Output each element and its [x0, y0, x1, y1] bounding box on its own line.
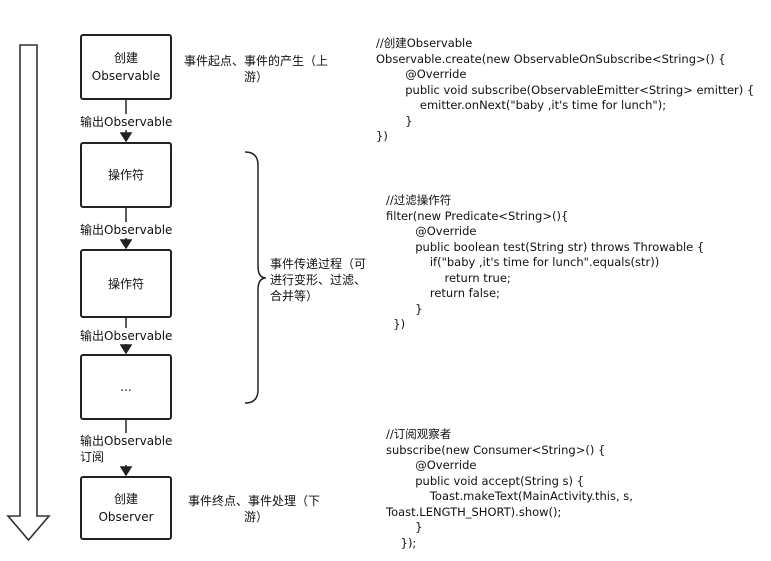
- code-line: filter(new Predicate<String>(){: [386, 208, 569, 223]
- code-line: });: [386, 535, 417, 550]
- curly-brace: [244, 151, 267, 404]
- note-line: 事件起点、事件的产生（上: [184, 54, 329, 68]
- code-line: public void accept(String s) {: [386, 473, 584, 488]
- code-create-observable: //创建Observable Observable.create(new Obs…: [376, 36, 754, 145]
- box-line: 创建: [113, 492, 138, 506]
- flow-label-text: 输出Observable: [80, 115, 173, 129]
- code-line: //创建Observable: [376, 36, 473, 50]
- code-line: @Override: [376, 67, 467, 81]
- code-line: @Override: [386, 224, 477, 238]
- note-line: 游）: [244, 510, 269, 524]
- code-line: }): [386, 317, 406, 331]
- flow-label-2: 输出Observable: [80, 222, 173, 238]
- flow-label-4: 输出Observable 订阅: [80, 433, 173, 465]
- code-line: public void subscribe(ObservableEmitter<…: [376, 82, 755, 97]
- code-line: //订阅观察者: [386, 427, 452, 441]
- code-line: }: [376, 113, 413, 128]
- code-line: @Override: [386, 458, 477, 472]
- code-line: Toast.makeText(MainActivity.this, s,: [386, 489, 633, 503]
- code-line: Observable.create(new ObservableOnSubscr…: [376, 51, 726, 66]
- flow-label-3: 输出Observable: [80, 328, 173, 344]
- code-line: Toast.LENGTH_SHORT).show();: [386, 504, 562, 519]
- flow-label-text: 订阅: [80, 450, 105, 464]
- note-line: 合并等）: [270, 289, 319, 303]
- box-operator-2: 操作符: [80, 249, 172, 318]
- box-ellipsis: ...: [80, 354, 172, 420]
- timeline-arrow: [6, 44, 51, 542]
- code-line: if("baby ,it's time for lunch".equals(st…: [386, 255, 660, 269]
- code-line: return false;: [386, 286, 500, 300]
- note-start: 事件起点、事件的产生（上 游）: [184, 53, 344, 85]
- note-line: 游）: [244, 70, 269, 84]
- note-line: 事件终点、事件处理（下: [188, 494, 321, 508]
- box-operator-1: 操作符: [80, 142, 172, 208]
- code-line: }: [386, 520, 423, 534]
- note-line: 进行变形、过滤、: [270, 273, 367, 287]
- box-line: 操作符: [107, 168, 144, 182]
- note-line: 事件传递过程（可: [270, 257, 367, 271]
- note-middle: 事件传递过程（可 进行变形、过滤、 合并等）: [270, 256, 380, 304]
- code-line: subscribe(new Consumer<String>() {: [386, 442, 606, 457]
- code-line: emitter.onNext("baby ,it's time for lunc…: [376, 98, 667, 112]
- code-line: //过滤操作符: [386, 193, 452, 207]
- code-line: }): [376, 129, 388, 143]
- note-end: 事件终点、事件处理（下 游）: [188, 493, 348, 525]
- code-line: public boolean test(String str) throws T…: [386, 239, 705, 254]
- flow-label-text: 输出Observable: [80, 223, 173, 237]
- code-subscribe-observer: //订阅观察者 subscribe(new Consumer<String>()…: [386, 427, 633, 551]
- code-filter-operator: //过滤操作符 filter(new Predicate<String>(){ …: [386, 193, 704, 333]
- code-line: }: [386, 301, 423, 316]
- box-line: Observable: [91, 69, 161, 83]
- flow-label-text: 输出Observable: [80, 434, 173, 448]
- box-line: Observer: [98, 510, 154, 524]
- flow-label-text: 输出Observable: [80, 329, 173, 343]
- box-line: 操作符: [107, 276, 144, 291]
- box-create-observer: 创建 Observer: [80, 476, 172, 540]
- box-line: ...: [120, 380, 132, 394]
- box-line: 创建: [113, 51, 138, 65]
- code-line: return true;: [386, 270, 511, 285]
- flow-label-1: 输出Observable: [80, 114, 173, 130]
- box-create-observable: 创建 Observable: [80, 34, 172, 100]
